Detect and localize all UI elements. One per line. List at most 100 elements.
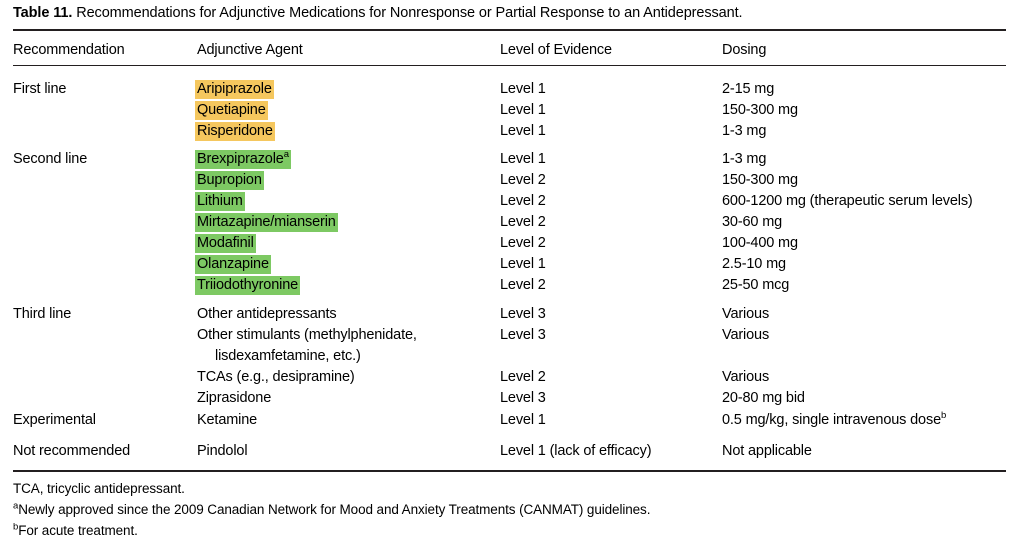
table-row: Third line Other antidepressants Level 3 Va… bbox=[0, 303, 1014, 325]
cell-level-of-evidence: Level 1 bbox=[500, 412, 546, 428]
cell-adjunctive-agent: Ketamine bbox=[197, 412, 258, 428]
table-caption: Table 11. Recommendations for Adjunctive… bbox=[13, 4, 1006, 22]
agent-highlight: Risperidone bbox=[195, 122, 275, 141]
cell-level-of-evidence: Level 2 bbox=[500, 193, 546, 209]
cell-level-of-evidence: Level 3 bbox=[500, 390, 546, 406]
table-row: Mirtazapine/mianserin Level 2 30-60 mg bbox=[0, 211, 1014, 233]
cell-dosing: 1-3 mg bbox=[722, 151, 767, 167]
table-caption-text: Recommendations for Adjunctive Medicatio… bbox=[72, 5, 743, 21]
table-row: Experimental Ketamine Level 1 0.5 mg/kg, si… bbox=[0, 409, 1014, 431]
cell-recommendation: Not recommended bbox=[13, 443, 131, 459]
cell-dosing: 150-300 mg bbox=[722, 172, 798, 188]
cell-dosing: 0.5 mg/kg, single intravenous doseb bbox=[722, 410, 947, 428]
table-caption-label: Table 11. bbox=[13, 5, 73, 21]
cell-dosing: 150-300 mg bbox=[722, 102, 798, 118]
cell-level-of-evidence: Level 2 bbox=[500, 369, 546, 385]
cell-level-of-evidence: Level 1 bbox=[500, 102, 546, 118]
agent-highlight: Bupropion bbox=[195, 171, 264, 190]
cell-recommendation: Third line bbox=[13, 306, 72, 322]
footnote-marker: b bbox=[940, 410, 947, 422]
agent-highlight: Mirtazapine/mianserin bbox=[195, 213, 338, 232]
agent-highlight: Aripiprazole bbox=[195, 80, 274, 99]
cell-dosing: 600-1200 mg (therapeutic serum levels) bbox=[722, 193, 973, 209]
table-footnotes: TCA, tricyclic antidepressant. aNewly app… bbox=[13, 478, 1006, 541]
cell-adjunctive-agent: Other stimulants (methylphenidate, bbox=[197, 327, 417, 343]
table-row: Olanzapine Level 1 2.5-10 mg bbox=[0, 253, 1014, 275]
cell-dosing: Not applicable bbox=[722, 443, 812, 459]
cell-recommendation: Experimental bbox=[13, 412, 96, 428]
table-top-rule bbox=[13, 29, 1006, 31]
cell-dosing: 2.5-10 mg bbox=[722, 256, 786, 272]
cell-adjunctive-agent: Bupropion bbox=[195, 169, 264, 191]
table-header-rule bbox=[13, 65, 1006, 67]
table-row: Second line Brexpiprazolea Level 1 1-3 mg bbox=[0, 148, 1014, 170]
cell-dosing: 100-400 mg bbox=[722, 235, 798, 251]
agent-highlight: Triiodothyronine bbox=[195, 276, 301, 295]
cell-adjunctive-agent: Triiodothyronine bbox=[195, 274, 301, 296]
column-header-agent: Adjunctive Agent bbox=[197, 42, 303, 58]
footnote-line: TCA, tricyclic antidepressant. bbox=[13, 481, 185, 496]
table-header-row: Recommendation Adjunctive Agent Level of… bbox=[0, 39, 1014, 61]
cell-level-of-evidence: Level 1 (lack of efficacy) bbox=[500, 443, 652, 459]
cell-adjunctive-agent: lisdexamfetamine, etc.) bbox=[215, 348, 361, 364]
footnote-line: aNewly approved since the 2009 Canadian … bbox=[13, 500, 651, 517]
agent-highlight: Quetiapine bbox=[195, 101, 268, 120]
table-row: lisdexamfetamine, etc.) bbox=[0, 345, 1014, 367]
agent-highlight: Modafinil bbox=[195, 234, 256, 253]
cell-adjunctive-agent: Aripiprazole bbox=[195, 78, 274, 100]
column-header-recommendation: Recommendation bbox=[13, 42, 125, 58]
cell-adjunctive-agent: Quetiapine bbox=[195, 99, 268, 121]
table-row: Triiodothyronine Level 2 25-50 mcg bbox=[0, 274, 1014, 296]
cell-adjunctive-agent: Pindolol bbox=[197, 443, 248, 459]
agent-highlight: Lithium bbox=[195, 192, 245, 211]
cell-adjunctive-agent: Lithium bbox=[195, 190, 245, 212]
cell-adjunctive-agent: Risperidone bbox=[195, 120, 275, 142]
footnote-marker: a bbox=[283, 149, 289, 161]
table-row: Not recommended Pindolol Level 1 (lack of … bbox=[0, 440, 1014, 462]
cell-level-of-evidence: Level 2 bbox=[500, 277, 546, 293]
table-row: Modafinil Level 2 100-400 mg bbox=[0, 232, 1014, 254]
cell-level-of-evidence: Level 2 bbox=[500, 172, 546, 188]
table-row: First line Aripiprazole Level 1 2-15 mg bbox=[0, 78, 1014, 100]
cell-adjunctive-agent: Olanzapine bbox=[195, 253, 271, 275]
cell-level-of-evidence: Level 1 bbox=[500, 81, 546, 97]
cell-level-of-evidence: Level 1 bbox=[500, 151, 546, 167]
column-header-level: Level of Evidence bbox=[500, 42, 612, 58]
table-row: Risperidone Level 1 1-3 mg bbox=[0, 120, 1014, 142]
column-header-dosing: Dosing bbox=[722, 42, 767, 58]
cell-dosing: Various bbox=[722, 369, 770, 385]
cell-dosing: 30-60 mg bbox=[722, 214, 783, 230]
cell-level-of-evidence: Level 3 bbox=[500, 306, 546, 322]
cell-dosing: 1-3 mg bbox=[722, 123, 767, 139]
table-row: Ziprasidone Level 3 20-80 mg bid bbox=[0, 387, 1014, 409]
cell-level-of-evidence: Level 1 bbox=[500, 256, 546, 272]
table-row: Bupropion Level 2 150-300 mg bbox=[0, 169, 1014, 191]
cell-adjunctive-agent: TCAs (e.g., desipramine) bbox=[197, 369, 355, 385]
table-row: Quetiapine Level 1 150-300 mg bbox=[0, 99, 1014, 121]
agent-highlight: Olanzapine bbox=[195, 255, 271, 274]
cell-dosing: 25-50 mcg bbox=[722, 277, 790, 293]
cell-recommendation: First line bbox=[13, 81, 67, 97]
cell-level-of-evidence: Level 3 bbox=[500, 327, 546, 343]
cell-adjunctive-agent: Ziprasidone bbox=[197, 390, 272, 406]
agent-highlight: Brexpiprazolea bbox=[195, 149, 291, 169]
cell-dosing: 2-15 mg bbox=[722, 81, 775, 97]
cell-dosing: Various bbox=[722, 327, 770, 343]
table-row: Lithium Level 2 600-1200 mg (therapeutic s… bbox=[0, 190, 1014, 212]
table-bottom-rule bbox=[13, 470, 1006, 472]
cell-recommendation: Second line bbox=[13, 151, 88, 167]
cell-adjunctive-agent: Other antidepressants bbox=[197, 306, 337, 322]
cell-dosing: Various bbox=[722, 306, 770, 322]
cell-level-of-evidence: Level 2 bbox=[500, 235, 546, 251]
footnote-marker: b bbox=[13, 521, 19, 533]
cell-level-of-evidence: Level 2 bbox=[500, 214, 546, 230]
cell-adjunctive-agent: Mirtazapine/mianserin bbox=[195, 211, 338, 233]
footnote-line: bFor acute treatment. bbox=[13, 521, 138, 538]
cell-adjunctive-agent: Modafinil bbox=[195, 232, 256, 254]
cell-level-of-evidence: Level 1 bbox=[500, 123, 546, 139]
footnote-marker: a bbox=[13, 500, 19, 512]
cell-dosing: 20-80 mg bid bbox=[722, 390, 805, 406]
table-row: Other stimulants (methylphenidate, Level … bbox=[0, 324, 1014, 346]
cell-adjunctive-agent: Brexpiprazolea bbox=[195, 148, 291, 170]
